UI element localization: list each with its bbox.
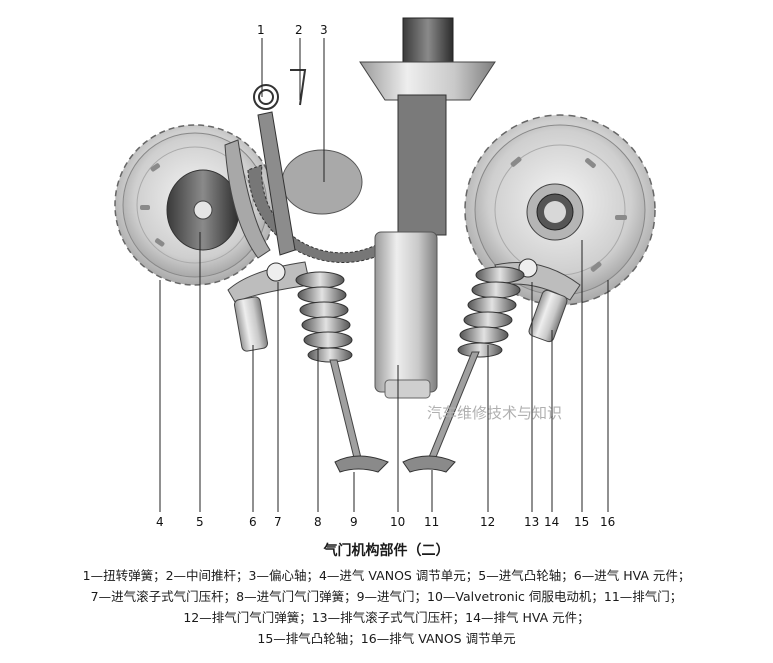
legend-line: 1—扭转弹簧；2—中间推杆；3—偏心轴；4—进气 VANOS 调节单元；5—进气…	[82, 568, 691, 583]
exhaust-valve	[402, 351, 480, 473]
watermark: 汽车维修技术与知识	[427, 404, 562, 422]
callout-5: 5	[196, 515, 204, 529]
exhaust-valve-spring	[457, 266, 525, 358]
callout-8: 8	[314, 515, 322, 529]
legend-line: 7—进气滚子式气门压杆；8—进气门气门弹簧；9—进气门；10—Valvetron…	[90, 589, 683, 604]
callout-10: 10	[390, 515, 405, 529]
callout-2: 2	[295, 23, 303, 37]
callout-9: 9	[350, 515, 358, 529]
intake-hva-element	[233, 296, 269, 352]
callout-12: 12	[480, 515, 495, 529]
callout-15: 15	[574, 515, 589, 529]
valvetronic-servo-motor	[359, 17, 496, 399]
intake-roller-rocker	[227, 261, 311, 303]
intermediate-lever	[224, 111, 296, 259]
legend-line: 12—排气门气门弹簧；13—排气滚子式气门压杆；14—排气 HVA 元件；	[183, 610, 590, 625]
exhaust-camshaft	[526, 183, 584, 241]
callout-13: 13	[524, 515, 539, 529]
exhaust-hva-element	[528, 289, 568, 343]
legend-line: 15—排气凸轮轴；16—排气 VANOS 调节单元	[257, 631, 516, 646]
callout-11: 11	[424, 515, 439, 529]
callout-16: 16	[600, 515, 615, 529]
torsion-spring	[253, 69, 307, 110]
callout-4: 4	[156, 515, 164, 529]
callout-7: 7	[274, 515, 282, 529]
intake-valve	[329, 359, 389, 473]
callout-1: 1	[257, 23, 265, 37]
figure-title: 气门机构部件（二）	[323, 543, 450, 559]
intake-valve-spring	[295, 271, 353, 363]
intake-camshaft	[166, 169, 240, 251]
exhaust-sprocket-slots	[510, 156, 627, 272]
callout-6: 6	[249, 515, 257, 529]
callout-3: 3	[320, 23, 328, 37]
leader-lines	[159, 38, 609, 512]
callout-14: 14	[544, 515, 559, 529]
valve-mechanism-illustration: 汽车维修技术与知识 1 2 3 4 5 6 7 8 9 10 11 12 13 …	[114, 17, 656, 529]
